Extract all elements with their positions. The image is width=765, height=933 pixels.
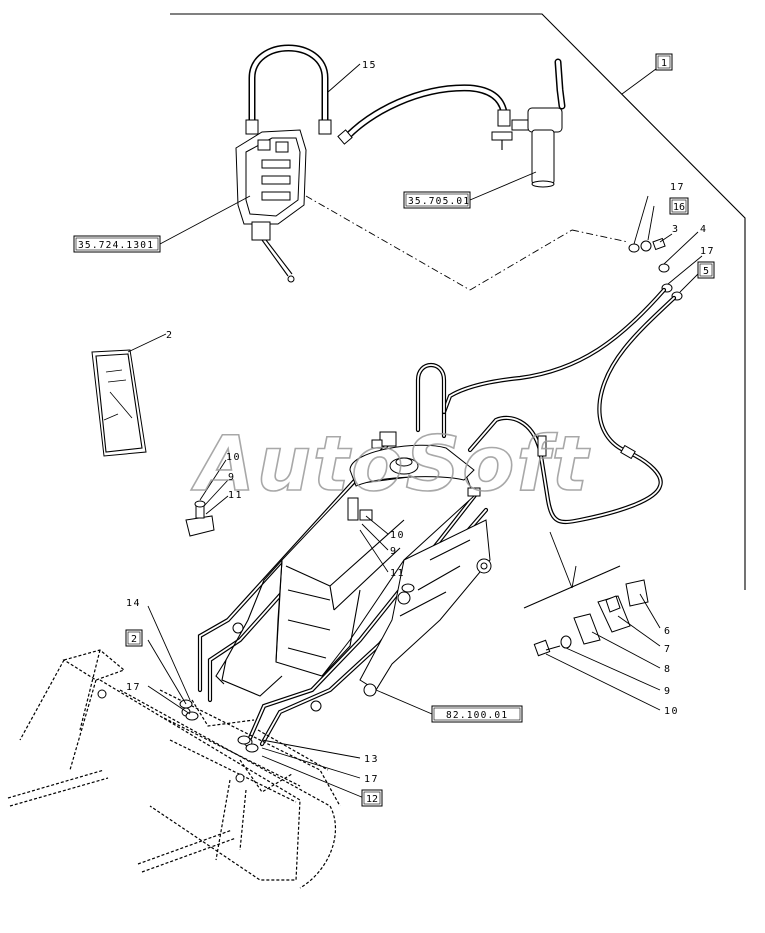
bracket-centre-items-9-10-11 <box>347 497 415 593</box>
callout-17: 17 <box>364 774 379 785</box>
callout-10: 10 <box>390 530 405 541</box>
bracket-left-items-9-10-11 <box>185 459 229 537</box>
assembly-dash-lines <box>305 195 629 291</box>
section-ref-35-724-1301: 35.724.1301 <box>73 235 161 253</box>
callout-14: 14 <box>126 598 141 609</box>
bucket-and-forks <box>7 649 341 889</box>
watermark-text: AutoSoft <box>191 419 590 508</box>
callout-6: 6 <box>664 626 672 637</box>
svg-text:16: 16 <box>673 202 685 213</box>
svg-text:35.724.1301: 35.724.1301 <box>78 240 154 251</box>
callout-4: 4 <box>700 224 708 235</box>
boxed-callout-16: 16 <box>669 197 689 215</box>
section-ref-35-705-01: 35.705.01 <box>403 191 471 209</box>
callout-2: 2 <box>166 330 174 341</box>
callout-17: 17 <box>670 182 685 193</box>
hose-item-15 <box>245 44 361 135</box>
callout-11: 11 <box>390 568 405 579</box>
boxed-callout-2: 2 <box>125 629 143 647</box>
boxed-callout-1: 1 <box>655 53 673 71</box>
operator-manual-item-2 <box>91 333 167 457</box>
callout-8: 8 <box>664 664 672 675</box>
svg-text:12: 12 <box>366 794 378 805</box>
callout-9: 9 <box>390 546 398 557</box>
assembly-bracket-line <box>170 13 746 590</box>
svg-text:5: 5 <box>703 266 709 277</box>
callout-9: 9 <box>228 472 236 483</box>
boxed-callout-12: 12 <box>361 789 383 807</box>
bracket-hardware-items-6-10 <box>523 531 661 711</box>
fittings-bottom-items-12-13-17 <box>237 735 365 799</box>
callout-17: 17 <box>700 246 715 257</box>
callout-labels: 15 2 17 3 4 17 10 9 11 10 9 11 14 17 13 … <box>126 60 715 785</box>
callout-15: 15 <box>362 60 377 71</box>
return-hose-and-filter <box>337 58 566 201</box>
svg-text:2: 2 <box>131 634 137 645</box>
callout-7: 7 <box>664 644 672 655</box>
boxed-callout-5: 5 <box>697 261 715 279</box>
section-ref-82-100-01: 82.100.01 <box>431 705 523 723</box>
svg-text:35.705.01: 35.705.01 <box>408 196 470 207</box>
loader-frame <box>215 431 492 715</box>
callout-17: 17 <box>126 682 141 693</box>
callout-13: 13 <box>364 754 379 765</box>
callout-10: 10 <box>226 452 241 463</box>
svg-text:1: 1 <box>661 58 667 69</box>
callout-10: 10 <box>664 706 679 717</box>
callout-3: 3 <box>672 224 680 235</box>
control-valve <box>159 129 307 283</box>
svg-text:82.100.01: 82.100.01 <box>446 710 508 721</box>
fittings-left-items-14-17 <box>147 605 199 721</box>
callout-9: 9 <box>664 686 672 697</box>
loader-hoses <box>415 287 677 525</box>
callout-11: 11 <box>228 490 243 501</box>
hose-fittings-group <box>628 195 703 301</box>
